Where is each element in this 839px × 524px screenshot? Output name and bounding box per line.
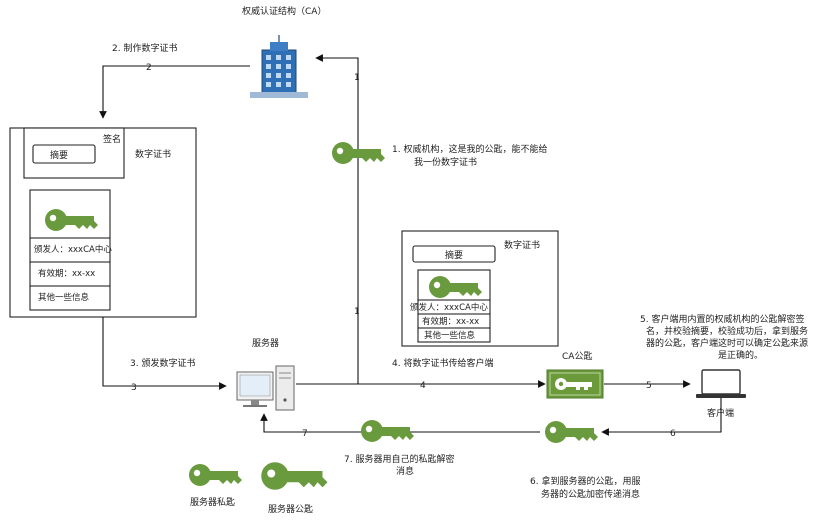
legend-private-key-label: 服务器私匙 (190, 496, 235, 508)
ca-public-key-icon (546, 369, 604, 399)
middle-digest-box (412, 245, 496, 263)
arrow-step-2 (99, 65, 250, 119)
step-6-text-line2: 务器的公匙加密传递消息 (541, 488, 640, 500)
left-sign-label: 签名 (103, 133, 121, 145)
step-6-text-line1: 6. 拿到服务器的公匙，用服 (530, 475, 640, 487)
middle-issuer: 颁发人：xxxCA中心 (410, 302, 488, 313)
step-7-text-line1: 7. 服务器用自己的私匙解密 (344, 453, 454, 465)
client-laptop-icon (696, 369, 746, 398)
arrow-step-6 (601, 398, 722, 436)
step-5-text-line1: 5. 客户端用内置的权威机构的公匙解密签 (640, 313, 804, 325)
arrow-step-1 (315, 54, 359, 384)
server-private-key-icon (361, 420, 414, 442)
step-3-label: 3. 颁发数字证书 (130, 357, 195, 369)
ca-public-key-label: CA公匙 (562, 351, 592, 362)
left-cert-body (29, 189, 111, 311)
step-3-number: 3 (131, 383, 137, 393)
step-5-text-line3: 器的公匙，客户端这时可以确定公匙来源 (646, 337, 808, 349)
left-other: 其他一些信息 (38, 292, 90, 303)
step-5-text-line2: 名，并校验摘要，校验成功后，拿到服务 (646, 325, 808, 337)
middle-validity: 有效期：xx-xx (422, 316, 479, 327)
server-public-key-icon (545, 421, 598, 443)
legend-private-key-icon (189, 464, 242, 486)
middle-other: 其他一些信息 (424, 330, 476, 341)
step-2-number: 2 (146, 63, 152, 73)
step-1-label-line2: 我一份数字证书 (414, 156, 477, 168)
ca-title: 权威认证结构（CA） (242, 5, 326, 17)
legend-public-key-icon (261, 462, 328, 490)
left-issuer: 颁发人：xxxCA中心 (34, 244, 112, 255)
arrow-step-3 (102, 317, 227, 390)
middle-cert-body (417, 269, 491, 343)
server-label: 服务器 (252, 337, 279, 349)
left-digest: 摘要 (50, 149, 68, 161)
left-cert-title: 数字证书 (135, 148, 171, 160)
step-1-label-line1: 1. 权威机构，这是我的公匙，能不能给 (392, 143, 547, 155)
left-digest-box (32, 144, 96, 164)
middle-digest: 摘要 (445, 249, 463, 261)
middle-cert-title: 数字证书 (504, 239, 540, 251)
legend-public-key-label: 服务器公匙 (268, 503, 313, 515)
left-validity: 有效期：xx-xx (38, 268, 95, 279)
step-6-number: 6 (670, 429, 676, 439)
building-icon (250, 35, 308, 98)
step-4-number: 4 (420, 381, 426, 391)
step-1-number: 1 (354, 73, 360, 83)
step-5-number: 5 (646, 381, 652, 391)
step-2-label: 2. 制作数字证书 (112, 42, 177, 54)
step-7-text-line2: 消息 (396, 465, 414, 477)
step-7-number: 7 (302, 429, 308, 439)
step-5-text-line4: 是正确的。 (718, 349, 763, 361)
step-1-number-lower: 1 (354, 307, 360, 317)
server-computer-icon (236, 365, 295, 411)
arrow-step-7 (260, 413, 540, 433)
step-4-label: 4. 将数字证书传给客户端 (392, 357, 493, 369)
